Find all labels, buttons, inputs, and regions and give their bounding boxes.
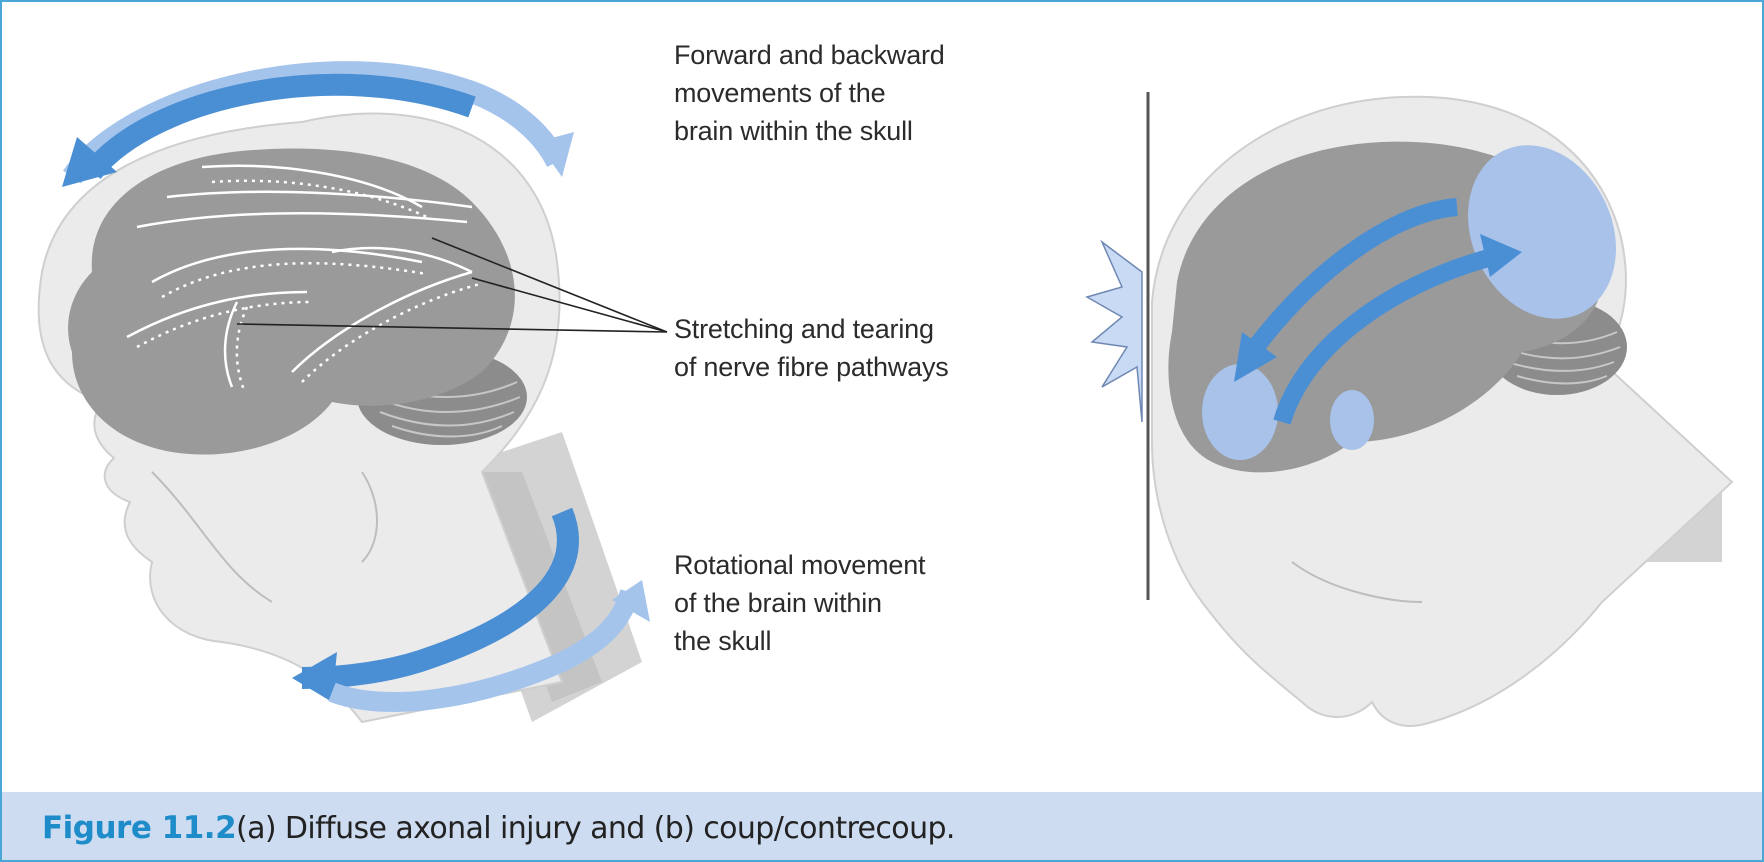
- label-line: of nerve fibre pathways: [674, 348, 949, 386]
- label-line: movements of the: [674, 74, 945, 112]
- label-line: Forward and backward: [674, 36, 945, 74]
- label-line: brain within the skull: [674, 112, 945, 150]
- label-line: Stretching and tearing: [674, 310, 949, 348]
- small-contusion: [1330, 390, 1374, 450]
- label-line: Rotational movement: [674, 546, 925, 584]
- label-line: of the brain within: [674, 584, 925, 622]
- figure-caption: (a) Diffuse axonal injury and (b) coup/c…: [236, 811, 955, 846]
- label-line: the skull: [674, 622, 925, 660]
- caption-bar: Figure 11.2 (a) Diffuse axonal injury an…: [2, 792, 1762, 860]
- impact-burst-icon: [1087, 242, 1142, 422]
- label-forward-backward: Forward and backward movements of the br…: [674, 36, 945, 150]
- label-stretching: Stretching and tearing of nerve fibre pa…: [674, 310, 949, 386]
- head-b: [1087, 97, 1732, 726]
- label-rotational: Rotational movement of the brain within …: [674, 546, 925, 660]
- head-a: [39, 72, 667, 722]
- figure-number: Figure 11.2: [42, 810, 236, 846]
